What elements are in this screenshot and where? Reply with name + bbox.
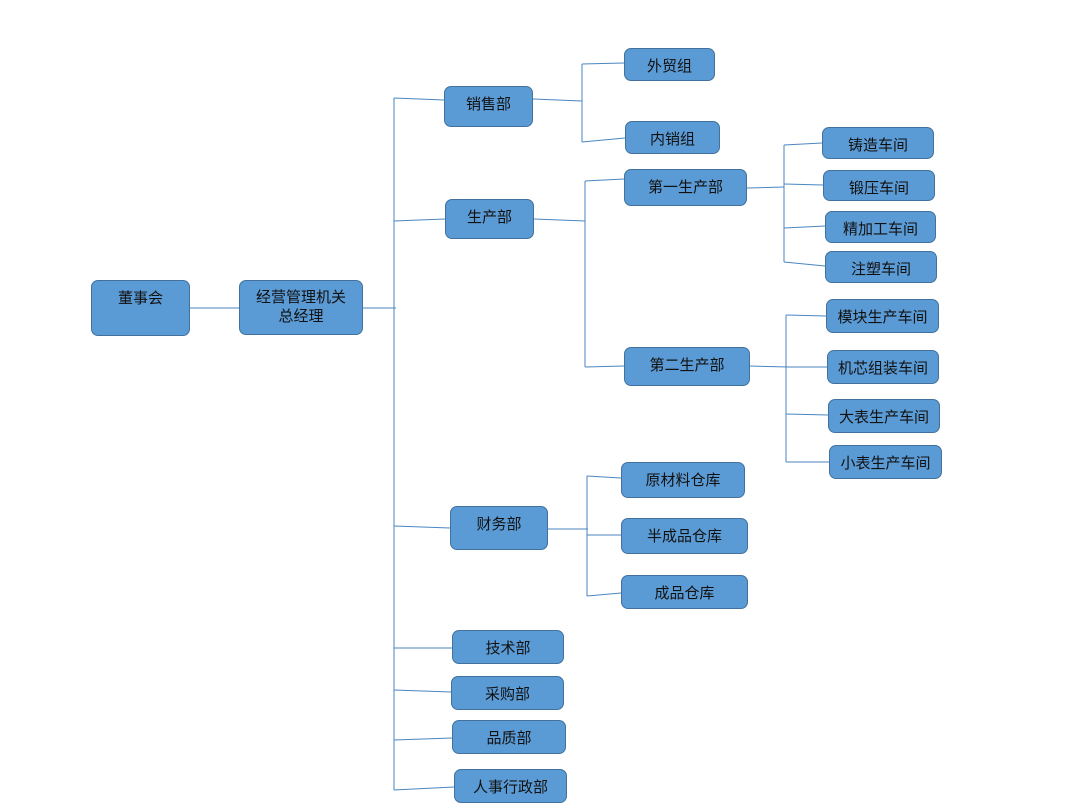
node-casting: 铸造车间 — [822, 127, 934, 159]
connector-sales-domestic — [581, 137, 626, 143]
node-injection-label: 注塑车间 — [850, 260, 911, 278]
node-finished: 成品仓库 — [621, 575, 748, 609]
connector-trunk-sales — [393, 97, 445, 101]
node-module: 模块生产车间 — [826, 299, 939, 333]
connector-finance-raw — [586, 475, 622, 479]
node-domestic-sales: 内销组 — [625, 121, 720, 154]
node-board: 董事会 — [91, 280, 190, 336]
connector-production-prod1 — [584, 178, 625, 182]
connector-prod2-out — [749, 365, 789, 368]
connector-production-prod2 — [584, 365, 625, 368]
node-domestic-sales-label: 内销组 — [649, 130, 695, 148]
node-hr-admin: 人事行政部 — [454, 769, 567, 803]
node-injection: 注塑车间 — [825, 251, 937, 283]
node-general-manager-line2: 总经理 — [278, 307, 324, 325]
node-sales: 销售部 — [444, 86, 533, 127]
node-prod2-label: 第二生产部 — [649, 356, 725, 374]
node-module-label: 模块生产车间 — [837, 308, 928, 326]
node-general-manager: 经营管理机关 总经理 — [239, 280, 363, 335]
node-large-watch: 大表生产车间 — [828, 399, 940, 433]
connector-sales-foreign — [581, 62, 625, 65]
node-finance: 财务部 — [450, 506, 548, 550]
node-board-label: 董事会 — [117, 289, 163, 307]
connector-finance-finished — [586, 592, 622, 597]
connector-prod1-injection — [783, 261, 826, 267]
connector-prod1-casting — [783, 142, 823, 146]
node-foreign-trade: 外贸组 — [624, 48, 715, 81]
node-finished-label: 成品仓库 — [654, 584, 715, 602]
node-hr-admin-label: 人事行政部 — [472, 778, 548, 796]
node-raw-material-label: 原材料仓库 — [645, 471, 721, 489]
connector-prod2-module — [785, 314, 827, 317]
node-finance-label: 财务部 — [476, 515, 522, 533]
node-small-watch-label: 小表生产车间 — [840, 454, 931, 472]
node-production: 生产部 — [445, 199, 534, 239]
node-semi-finished: 半成品仓库 — [621, 518, 748, 554]
node-general-manager-line1: 经营管理机关 — [255, 288, 346, 306]
node-purchasing: 采购部 — [451, 676, 564, 710]
node-purchasing-label: 采购部 — [484, 685, 530, 703]
node-foreign-trade-label: 外贸组 — [646, 57, 692, 75]
node-raw-material: 原材料仓库 — [621, 462, 745, 498]
node-quality-label: 品质部 — [486, 729, 532, 747]
node-finishing-label: 精加工车间 — [842, 220, 918, 238]
node-forging: 锻压车间 — [823, 170, 935, 201]
node-prod1-label: 第一生产部 — [647, 178, 723, 196]
node-casting-label: 铸造车间 — [847, 136, 908, 154]
node-sales-label: 销售部 — [465, 95, 511, 113]
connector-prod1-finishing — [783, 225, 826, 229]
connector-trunk-purchasing — [393, 689, 452, 693]
connector-prod1-forging — [783, 183, 824, 186]
node-tech-label: 技术部 — [485, 639, 531, 657]
node-tech: 技术部 — [452, 630, 564, 664]
node-movement: 机芯组装车间 — [827, 350, 939, 384]
node-small-watch: 小表生产车间 — [829, 445, 942, 479]
connector-trunk-production — [393, 218, 446, 222]
connector-trunk-finance — [393, 525, 451, 529]
connector-production-out — [533, 218, 586, 222]
connector-trunk-quality — [393, 737, 453, 741]
node-production-label: 生产部 — [466, 208, 512, 226]
node-prod1: 第一生产部 — [624, 169, 747, 206]
connector-trunk-hr — [393, 786, 455, 791]
node-movement-label: 机芯组装车间 — [837, 359, 928, 377]
connector-prod1-out — [746, 186, 785, 189]
connector-prod2-large — [785, 413, 829, 416]
node-large-watch-label: 大表生产车间 — [838, 408, 929, 426]
node-finishing: 精加工车间 — [825, 211, 936, 243]
node-prod2: 第二生产部 — [624, 347, 750, 386]
node-forging-label: 锻压车间 — [848, 179, 909, 197]
node-quality: 品质部 — [452, 720, 566, 754]
connector-sales-out — [532, 98, 583, 102]
node-semi-finished-label: 半成品仓库 — [646, 527, 722, 545]
